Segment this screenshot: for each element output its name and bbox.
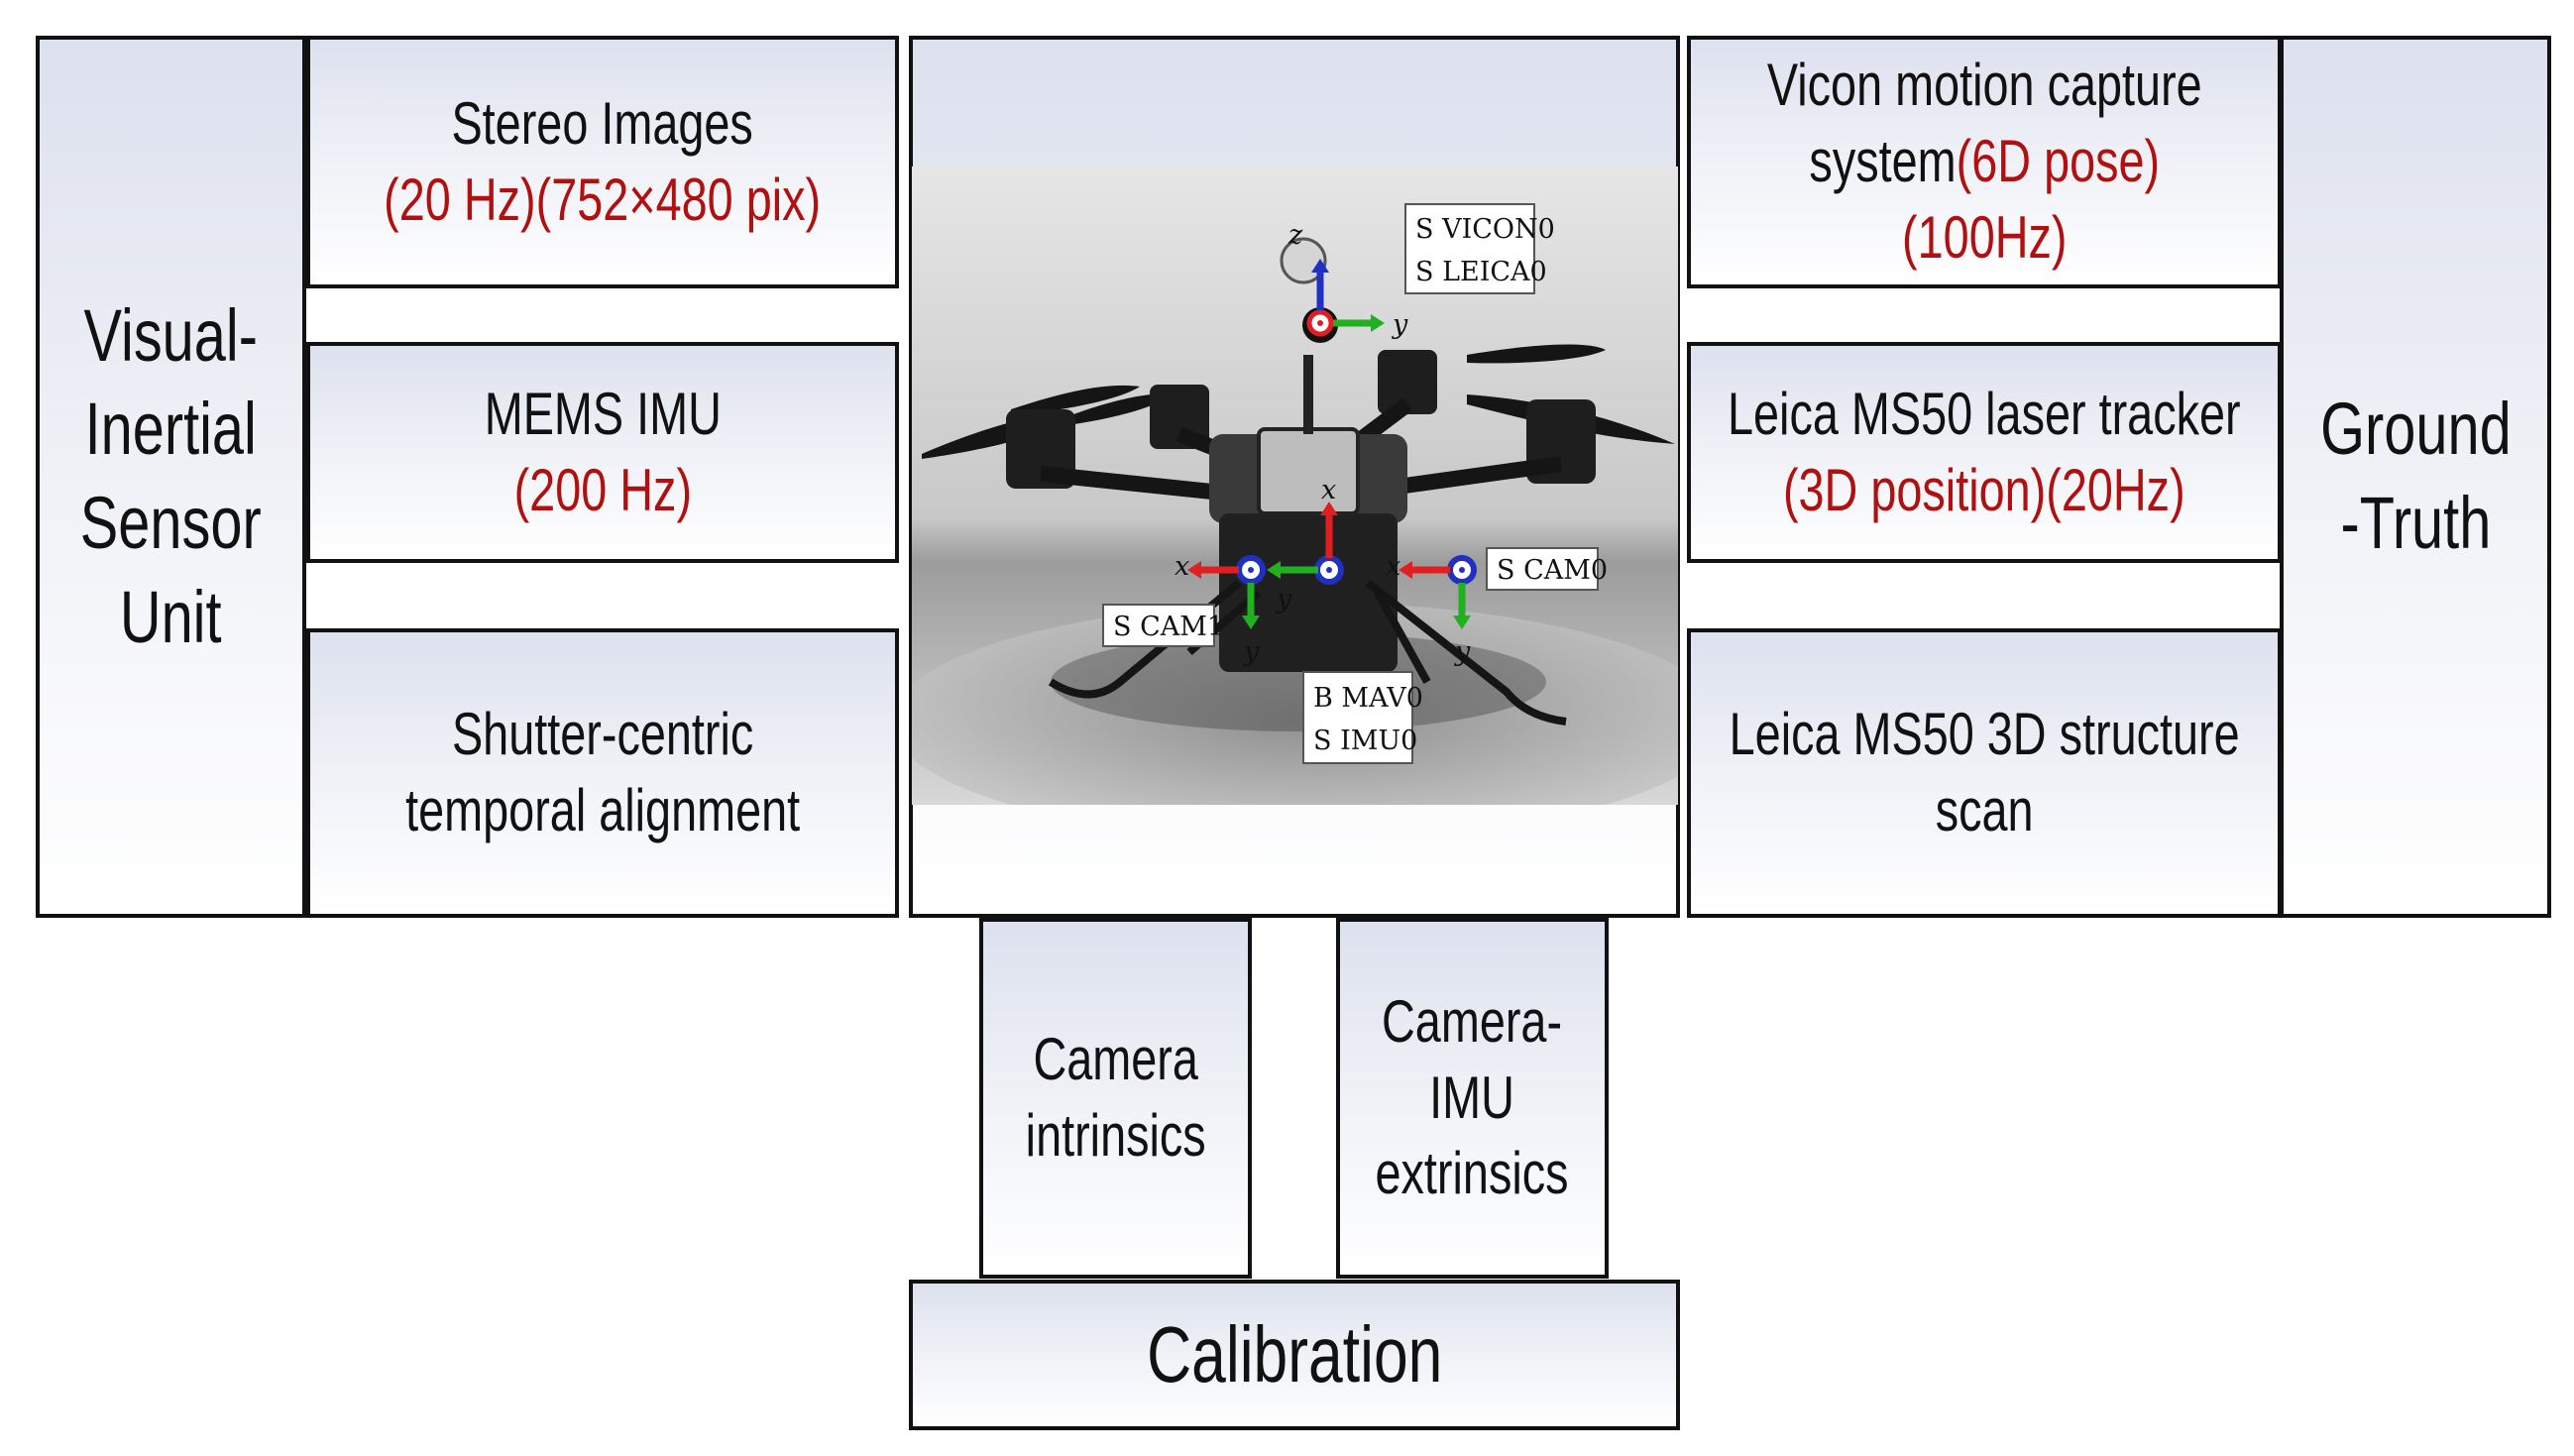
stereo-images-text: Stereo Images (20 Hz)(752×480 pix) [385, 86, 822, 239]
vicon-line2-black: system [1809, 128, 1957, 195]
axis-z-vicon: z [1287, 220, 1303, 251]
leica-scan-text: Leica MS50 3D structure scan [1729, 697, 2239, 849]
stereo-images-spec: (20 Hz)(752×480 pix) [384, 166, 822, 233]
cam1-label: S CAM1 [1113, 612, 1224, 642]
temporal-alignment-line: Shutter-centric [451, 701, 754, 768]
stereo-images-label: Stereo Images [451, 89, 754, 157]
title-line: Sensor [80, 482, 262, 564]
title-line: Ground [2319, 388, 2512, 471]
ground-truth-title: Ground -Truth [2320, 383, 2512, 570]
axis-x-cam0: x [1386, 551, 1400, 582]
vi-sensor-unit-title: Visual- Inertial Sensor Unit [80, 289, 262, 665]
camera-intrinsics-line: Camera [1033, 1026, 1198, 1093]
leica-tracker-box: Leica MS50 laser tracker (3D position)(2… [1687, 342, 2282, 563]
axis-y-vicon: y [1392, 309, 1408, 340]
camera-imu-extrinsics-box: Camera- IMU extrinsics [1336, 918, 1609, 1279]
vicon-line2-red: (6D pose) [1956, 128, 2160, 195]
axis-y-cam1: y [1243, 636, 1260, 667]
title-line: Inertial [84, 388, 258, 471]
title-line: Visual- [83, 293, 259, 377]
axis-y-imu: y [1276, 584, 1292, 615]
mav-photo: x y y x x y z y S VICON0 S LEICA0 S CAM0… [892, 167, 1725, 840]
mems-imu-rate: (200 Hz) [513, 456, 692, 523]
vi-sensor-unit-box: Visual- Inertial Sensor Unit [36, 36, 306, 918]
temporal-alignment-line: temporal alignment [404, 777, 800, 843]
camera-imu-extrinsics-line: Camera- [1382, 987, 1563, 1055]
axis-y-cam0: y [1454, 636, 1471, 667]
temporal-alignment-box: Shutter-centric temporal alignment [306, 628, 899, 918]
vicon-leica-label-box [1404, 203, 1535, 294]
cam1-label-box [1102, 604, 1215, 647]
title-line: Unit [120, 575, 222, 658]
temporal-alignment-text: Shutter-centric temporal alignment [405, 697, 800, 849]
ground-truth-box: Ground -Truth [2280, 36, 2551, 918]
leica-tracker-text: Leica MS50 laser tracker (3D position)(2… [1728, 377, 2241, 529]
cam0-label: S CAM0 [1497, 555, 1608, 586]
leica-scan-line2: scan [1935, 777, 2034, 843]
axis-x-cam1: x [1175, 551, 1189, 582]
camera-imu-extrinsics-line: extrinsics [1375, 1140, 1570, 1207]
title-line: -Truth [2340, 482, 2491, 564]
drone-shadow [1051, 632, 1546, 731]
mav-photo-svg: x y y x x y z y S VICON0 S LEICA0 S CAM0… [892, 167, 1725, 840]
calibration-title: Calibration [1146, 1309, 1443, 1399]
vicon-line1: Vicon motion capture [1766, 52, 2202, 119]
camera-imu-extrinsics-line: IMU [1429, 1064, 1515, 1131]
axis-x-imu: x [1321, 475, 1336, 505]
mems-imu-label: MEMS IMU [484, 380, 722, 447]
axis-arrowheads [1187, 259, 1471, 629]
stereo-images-box: Stereo Images (20 Hz)(752×480 pix) [306, 36, 899, 288]
camera-intrinsics-text: Camera intrinsics [1025, 1022, 1205, 1175]
mav-body-bottom [1219, 513, 1398, 672]
vicon-text: Vicon motion capture system(6D pose) (10… [1767, 48, 2202, 276]
imu-label: S IMU0 [1313, 726, 1417, 756]
cam0-label-box [1486, 547, 1599, 591]
vicon-label: S VICON0 [1415, 214, 1555, 245]
leica-tracker-line2: (3D position)(20Hz) [1783, 456, 2185, 523]
camera-intrinsics-box: Camera intrinsics [979, 918, 1252, 1279]
mems-imu-text: MEMS IMU (200 Hz) [484, 377, 721, 529]
vicon-line3: (100Hz) [1901, 203, 2068, 271]
mav-label: B MAV0 [1313, 683, 1423, 714]
sensor-cage [1257, 427, 1360, 515]
camera-intrinsics-line: intrinsics [1025, 1102, 1206, 1169]
camera-imu-extrinsics-text: Camera- IMU extrinsics [1376, 984, 1569, 1212]
leica-label: S LEICA0 [1415, 257, 1547, 287]
vicon-line2: system(6D pose) [1767, 124, 2202, 200]
leica-scan-line1: Leica MS50 3D structure [1729, 701, 2240, 768]
vicon-box: Vicon motion capture system(6D pose) (10… [1687, 36, 2282, 288]
leica-scan-box: Leica MS50 3D structure scan [1687, 628, 2282, 918]
leica-tracker-line1: Leica MS50 laser tracker [1728, 380, 2241, 447]
mav-imu-label-box [1302, 671, 1413, 764]
calibration-box: Calibration [909, 1280, 1680, 1430]
mems-imu-box: MEMS IMU (200 Hz) [306, 342, 899, 563]
